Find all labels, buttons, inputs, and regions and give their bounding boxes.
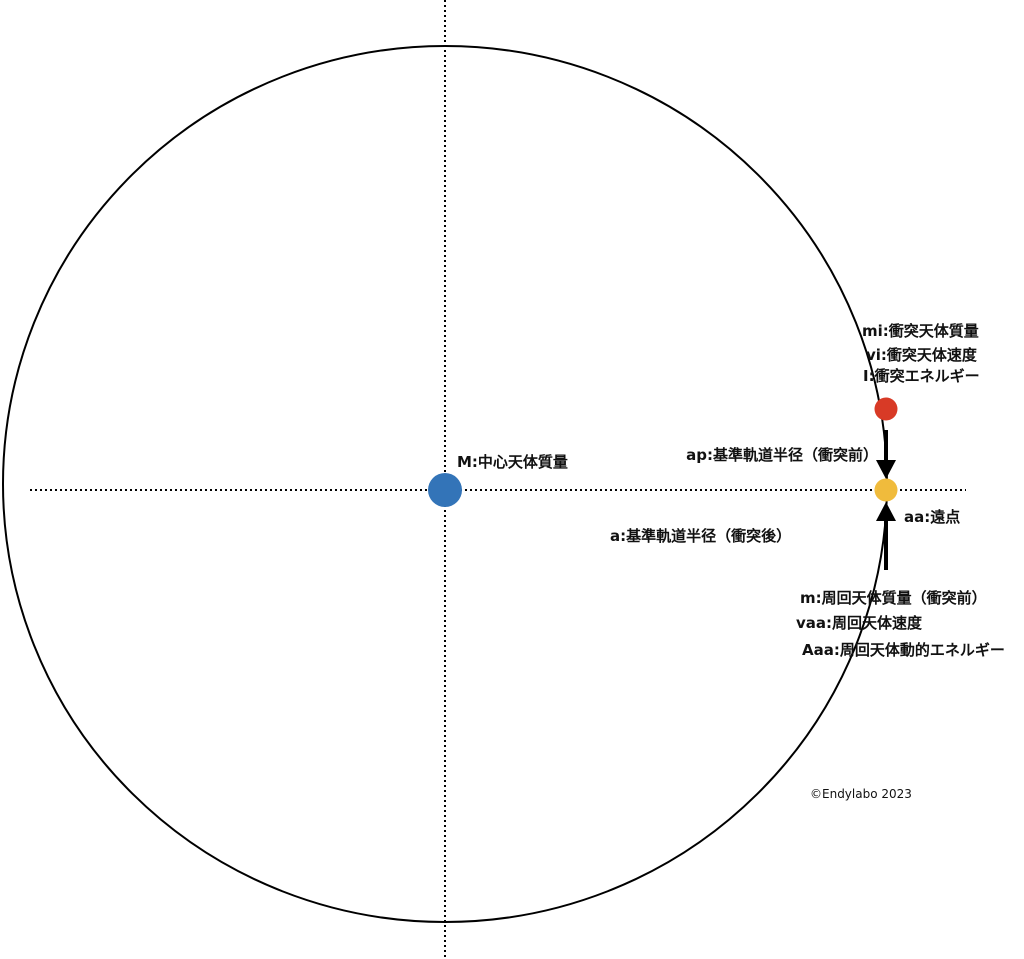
arrow-up-head [876, 502, 896, 521]
arrow-down-head [876, 460, 896, 479]
orbiter-energy-label: Aaa:周回天体動的エネルギー [802, 641, 1005, 659]
impactor-velocity-label: vi:衝突天体速度 [866, 346, 977, 364]
orbiter-velocity-label: vaa:周回天体速度 [796, 614, 923, 632]
central-mass-label: M:中心天体質量 [457, 453, 568, 471]
central-body [428, 473, 462, 507]
copyright: ©Endylabo 2023 [810, 787, 912, 801]
impactor-body [874, 397, 898, 421]
apoapsis-label: aa:遠点 [904, 508, 961, 526]
ref-radius-after-label: a:基準軌道半径（衝突後） [610, 527, 792, 545]
orbiter-mass-label: m:周回天体質量（衝突前） [800, 589, 987, 607]
impact-energy-label: I:衝突エネルギー [863, 367, 980, 385]
ref-radius-before-label: ap:基準軌道半径（衝突前） [686, 446, 878, 464]
orbiting-body [874, 478, 898, 502]
impactor-mass-label: mi:衝突天体質量 [862, 322, 979, 340]
